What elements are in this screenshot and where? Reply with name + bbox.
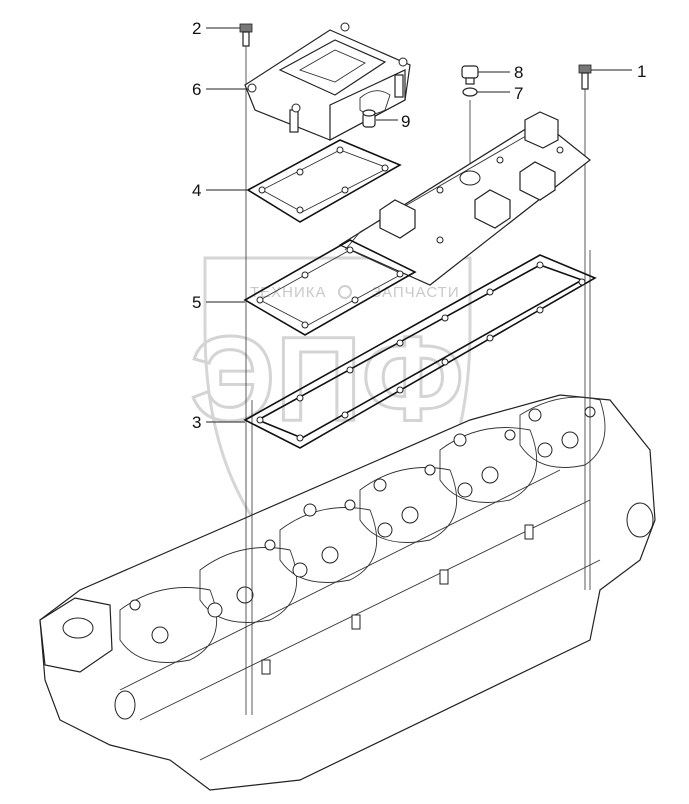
callout-7: 7 [514, 84, 523, 103]
callout-5: 5 [192, 293, 201, 312]
watermark-gear-icon [338, 285, 352, 299]
callouts: 2 6 4 5 3 8 7 9 1 [192, 19, 646, 432]
side-ports [114, 524, 534, 720]
plug-part-8 [461, 65, 479, 85]
callout-4: 4 [192, 181, 201, 200]
cylinder-pockets [119, 396, 606, 663]
callout-3: 3 [192, 413, 201, 432]
assembly-axes [245, 40, 591, 715]
gasket-part-3 [243, 254, 597, 449]
valve-openings [129, 406, 596, 644]
gasket-part-5 [243, 239, 417, 336]
cover-housing-part-6 [244, 22, 411, 141]
callout-6: 6 [192, 80, 201, 99]
manifold-cover-plate [338, 111, 591, 286]
callout-8: 8 [514, 63, 523, 82]
leader-lines [206, 27, 632, 423]
seal-ring-part-7 [462, 87, 478, 97]
callout-2: 2 [192, 19, 201, 38]
watermark-big-letters: ЭПФ [190, 312, 464, 446]
cylinder-head [39, 394, 656, 791]
bolt-part-1 [578, 64, 592, 90]
callout-1: 1 [637, 62, 646, 81]
gasket-part-4 [246, 139, 402, 223]
watermark-text-left: ТЕХНИКА [250, 284, 327, 301]
bolt-part-2 [239, 23, 253, 47]
watermark-text-right: ЗАПЧАСТИ [372, 284, 460, 301]
sleeve-part-9 [362, 109, 376, 128]
callout-9: 9 [401, 112, 410, 131]
